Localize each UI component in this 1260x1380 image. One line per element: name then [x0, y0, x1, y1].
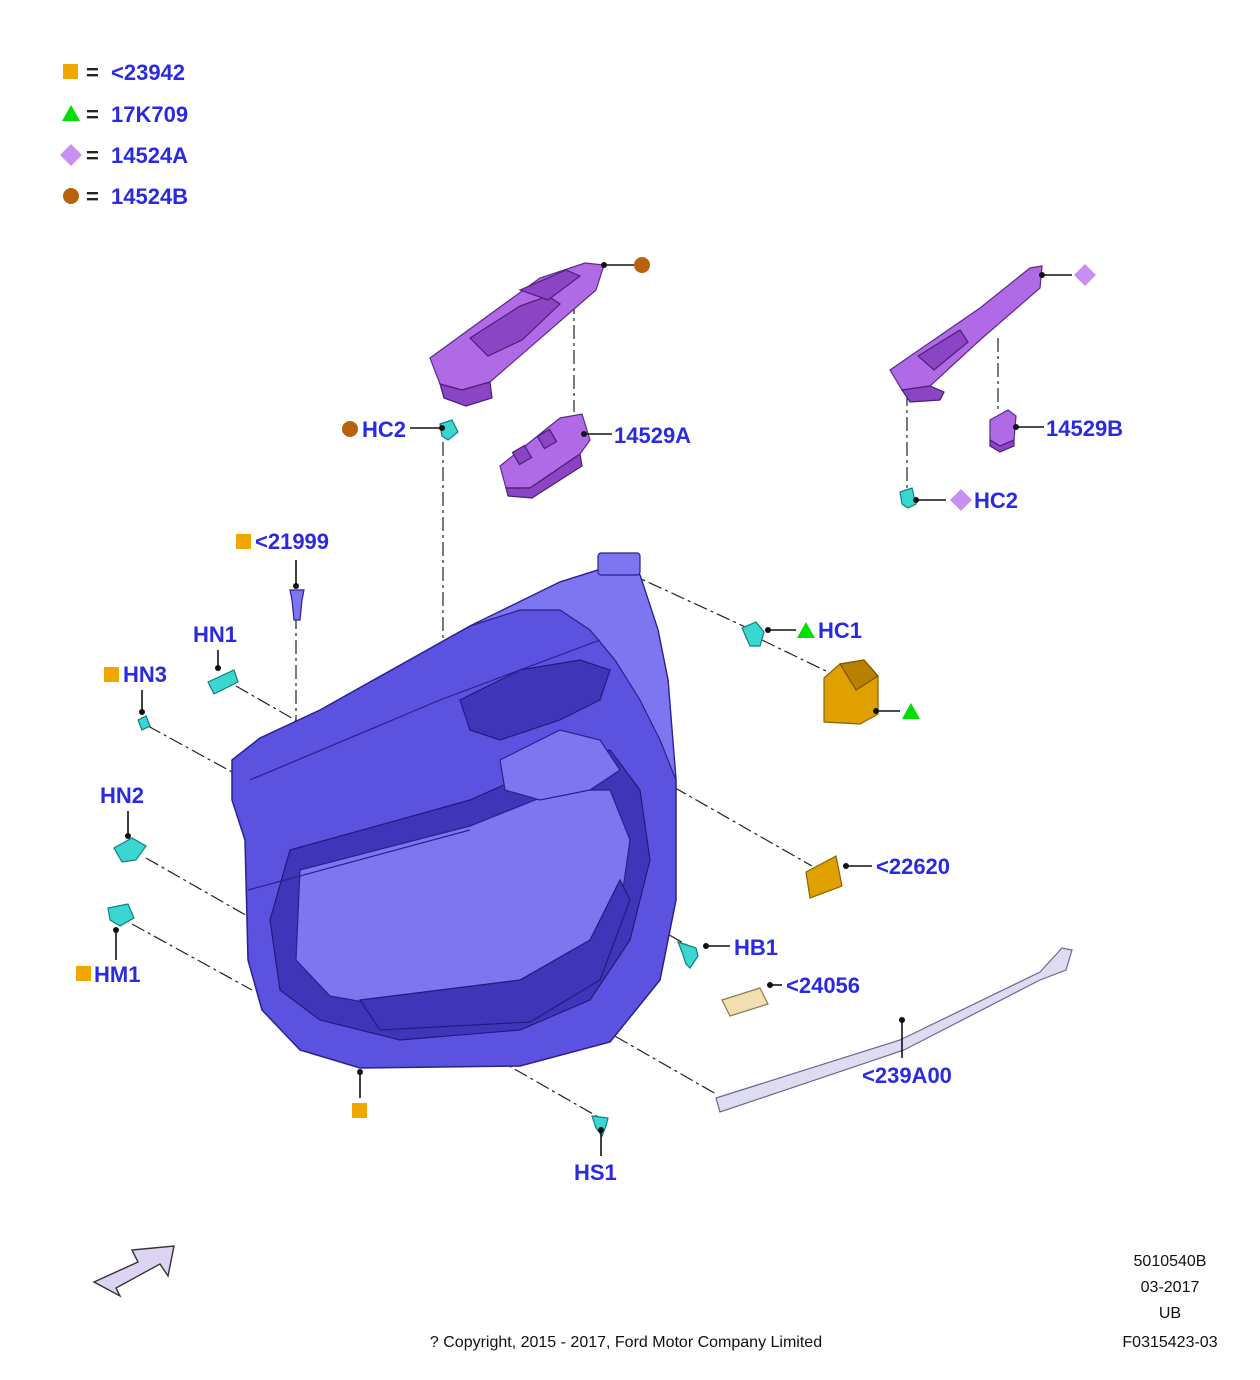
orange-square-icon [236, 534, 251, 549]
label-hn1: HN1 [193, 622, 237, 647]
leader-lines [113, 262, 1072, 1156]
label-hn3: HN3 [123, 662, 167, 687]
orange-square-icon [352, 1103, 367, 1118]
orange-square-icon [76, 966, 91, 981]
legend: = <23942 = 17K709 = 14524A = 14524B [60, 60, 188, 209]
window-switch-14529b [989, 409, 1017, 453]
fasteners [107, 419, 917, 1138]
switch-bezel-14524a [889, 265, 1043, 403]
brown-circle-icon [342, 421, 358, 437]
switch-bezel-14524b [429, 262, 605, 407]
trim-strip-239a00 [715, 947, 1073, 1113]
legend-label: 14524A [111, 143, 188, 168]
push-pin-21999 [289, 589, 305, 621]
doc-number: 5010540B [1134, 1253, 1207, 1270]
label-hc2: HC2 [974, 488, 1018, 513]
green-triangle-icon [62, 105, 80, 121]
legend-equals: = [86, 102, 99, 127]
legend-item-circle: = 14524B [63, 184, 188, 209]
brown-circle-icon [63, 188, 79, 204]
copyright-notice: ? Copyright, 2015 - 2017, Ford Motor Com… [430, 1334, 822, 1351]
brown-circle-icon [634, 257, 650, 273]
trim-pieces [715, 659, 1073, 1113]
doc-date: 03-2017 [1141, 1279, 1200, 1296]
clip-hc1 [741, 621, 765, 647]
legend-label: 17K709 [111, 102, 188, 127]
green-triangle-icon [902, 703, 920, 719]
door-trim-panel [231, 552, 677, 1069]
label-hc1: HC1 [818, 618, 862, 643]
clip-hn2 [113, 837, 147, 863]
footer: 5010540B 03-2017 UB F0315423-03 ? Copyri… [430, 1253, 1218, 1351]
window-switch-14529a [499, 413, 591, 499]
violet-diamond-icon [60, 144, 82, 166]
label-21999: <21999 [255, 529, 329, 554]
legend-equals: = [86, 60, 99, 85]
label-hn2: HN2 [100, 783, 144, 808]
clip-hc2-right [899, 487, 917, 509]
orange-square-icon [104, 667, 119, 682]
legend-equals: = [86, 184, 99, 209]
violet-diamond-icon [950, 489, 972, 511]
clip-hc2-left [439, 419, 459, 441]
doc-region: UB [1159, 1305, 1181, 1322]
callout-symbols [76, 257, 1096, 1118]
legend-item-square: = <23942 [63, 60, 185, 85]
bezel-22620 [805, 855, 843, 899]
label-22620: <22620 [876, 854, 950, 879]
screw-hs1 [591, 1115, 609, 1138]
label-14529a: 14529A [614, 423, 691, 448]
clip-hm1 [107, 903, 135, 927]
label-239a00: <239A00 [862, 1063, 952, 1088]
legend-label: <23942 [111, 60, 185, 85]
label-hs1: HS1 [574, 1160, 617, 1185]
clip-hn1 [207, 669, 239, 695]
screw-hb1 [676, 941, 699, 969]
violet-diamond-icon [1074, 264, 1096, 286]
legend-label: 14524B [111, 184, 188, 209]
figure-id: F0315423-03 [1122, 1334, 1217, 1351]
label-hb1: HB1 [734, 935, 778, 960]
green-triangle-icon [797, 622, 815, 638]
callout-labels: HC2 14529A 14529B HC2 <21999 HN1 HN3 HC1… [94, 416, 1123, 1185]
label-14529b: 14529B [1046, 416, 1123, 441]
arrow-up-right-icon [92, 1245, 175, 1298]
label-hm1: HM1 [94, 962, 140, 987]
legend-equals: = [86, 143, 99, 168]
legend-item-diamond: = 14524A [60, 143, 188, 168]
label-hc2: HC2 [362, 417, 406, 442]
orange-square-icon [63, 64, 78, 79]
legend-item-triangle: = 17K709 [62, 102, 188, 127]
lamp-24056 [721, 987, 769, 1017]
clip-hn3 [137, 715, 151, 731]
label-24056: <24056 [786, 973, 860, 998]
